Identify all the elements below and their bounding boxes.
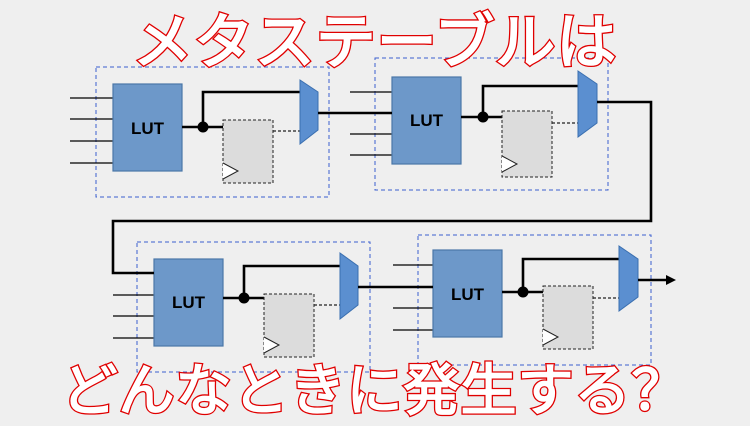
logic-cell-1: LUT bbox=[70, 66, 330, 198]
cell-2-junction bbox=[477, 111, 489, 123]
cell-3-wires bbox=[223, 264, 340, 300]
headline-question: どんなときに発生する？ bbox=[62, 359, 689, 424]
cell-2-lut-label: LUT bbox=[410, 111, 444, 130]
route-cell2-to-cell3 bbox=[111, 100, 653, 275]
cell-2-mux bbox=[577, 70, 598, 138]
cell-1-clock-icon bbox=[222, 162, 240, 180]
cell-4-clock-icon bbox=[542, 328, 560, 346]
cell-3-clock-icon bbox=[263, 336, 281, 354]
cell-1-junction bbox=[197, 121, 209, 133]
cell-4-lut-label: LUT bbox=[451, 285, 485, 304]
cell-4-boundary bbox=[417, 234, 652, 366]
logic-cell-3: LUT bbox=[113, 241, 371, 373]
cell-3-lut bbox=[153, 258, 224, 347]
cell-3-inputs bbox=[113, 294, 154, 339]
cell-4-junction bbox=[517, 286, 529, 298]
cell-2-lut bbox=[391, 76, 462, 165]
cell-1-lut bbox=[112, 83, 183, 172]
cell-3-boundary bbox=[136, 241, 371, 373]
cell-2-clock-icon bbox=[501, 155, 519, 173]
cell-2-inputs bbox=[350, 91, 392, 156]
cell-4-inputs bbox=[393, 264, 433, 331]
routing-wires bbox=[111, 100, 676, 289]
cell-1-lut-label: LUT bbox=[131, 119, 165, 138]
cell-3-junction bbox=[238, 292, 250, 304]
cell-1-inputs bbox=[70, 97, 113, 164]
cell-3-mux bbox=[339, 252, 359, 321]
cell-3-lut-label: LUT bbox=[172, 293, 206, 312]
cell-1-boundary bbox=[95, 66, 330, 198]
logic-cell-4: LUT bbox=[393, 234, 652, 366]
cell-4-lut bbox=[432, 249, 503, 338]
cell-1-mux bbox=[299, 79, 319, 146]
headline-title: メタステーブルは bbox=[133, 8, 617, 78]
logic-cell-2: LUT bbox=[350, 57, 609, 191]
cell-4-mux bbox=[618, 245, 639, 312]
